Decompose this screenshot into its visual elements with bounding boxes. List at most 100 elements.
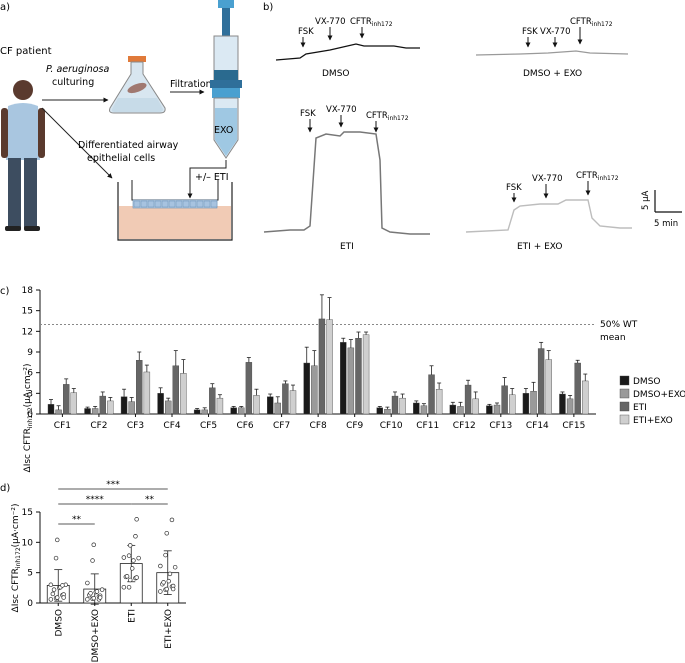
trace-dmso: FSK VX-770 CFTRinh172 DMSO: [275, 17, 420, 79]
trace-label-dmso-exo: DMSO + EXO: [523, 69, 582, 79]
bar-dmso-cf11: [413, 402, 420, 415]
bar-dmso-cf1: [47, 404, 55, 415]
data-point: [61, 595, 66, 600]
legend-swatch: [619, 375, 630, 386]
exo-label: EXO: [214, 125, 233, 136]
bar-eti-exo-cf8: [326, 319, 333, 415]
data-point: [161, 580, 166, 585]
data-point: [53, 555, 59, 561]
bar-eti-cf11: [428, 374, 435, 415]
cf-patient-label: CF patient: [0, 46, 52, 57]
data-point: [60, 583, 65, 588]
bar-dmso-exo-cf3: [128, 401, 135, 415]
bar-eti-cf7: [282, 383, 289, 415]
x-tick-label: CF14: [526, 421, 549, 431]
x-tick-label: CF13: [489, 421, 512, 431]
person-icon: [1, 80, 45, 231]
bar-dmso-cf12: [449, 404, 457, 415]
y-tick-label: 9: [27, 348, 33, 358]
x-tick-label: CF10: [380, 421, 403, 431]
bar-eti-exo-cf15: [582, 380, 589, 415]
legend-swatch: [619, 414, 630, 425]
y-tick-label: 10: [22, 538, 34, 548]
data-point: [50, 591, 56, 597]
bar-eti-exo-cf14: [545, 359, 552, 415]
data-point: [134, 575, 139, 580]
bar-eti-exo-cf5: [216, 397, 224, 415]
eti-vx: VX-770: [326, 105, 357, 115]
bar-eti-cf14: [537, 348, 545, 415]
epithelial-cell: [182, 200, 190, 208]
data-point: [126, 553, 132, 558]
pa-label: P. aeruginosa: [46, 64, 110, 75]
significance-label: **: [145, 495, 155, 505]
bar-dmso-exo-cf10: [384, 408, 391, 415]
bar-dmso-cf3: [120, 396, 128, 415]
panel-c-ylabel: ΔIsc CFTRinh172(µA·cm⁻²): [23, 364, 34, 473]
legend-label: DMSO: [633, 377, 661, 387]
bar-eti-exo-cf13: [509, 394, 516, 415]
bar-dmso-exo-cf4: [164, 400, 172, 415]
bar-dmso-exo-cf8: [311, 365, 318, 415]
panel-a: a) CF patient P. aeruginosa culturing Fi…: [0, 0, 242, 241]
data-point: [124, 574, 130, 579]
x-tick-label: CF6: [236, 421, 253, 431]
scale-y-label: 5 µA: [641, 190, 651, 210]
dmso-fsk: FSK: [298, 27, 314, 37]
data-point: [134, 517, 139, 522]
legend-label: ETI+EXO: [633, 416, 673, 426]
panel-a-label: a): [0, 2, 10, 13]
eti-fsk: FSK: [300, 109, 316, 119]
epithelial-cell: [210, 200, 218, 208]
bar-dmso-cf10: [376, 407, 383, 415]
legend-swatch: [619, 401, 630, 412]
x-tick-label: ETI: [127, 609, 137, 623]
data-point: [94, 589, 100, 594]
y-tick-label: 0: [27, 410, 33, 420]
data-point: [121, 584, 127, 590]
bar-eti-exo-cf6: [253, 395, 260, 415]
data-point: [91, 595, 96, 601]
y-tick-label: 12: [22, 327, 33, 337]
epithelial-cell: [140, 200, 148, 208]
data-point: [163, 552, 168, 558]
data-point: [136, 555, 141, 561]
significance-label: **: [72, 515, 82, 525]
epithelial-cell: [203, 200, 211, 208]
dmsoexo-vx: VX-770: [540, 27, 571, 37]
bar-eti-exo-cf1: [70, 392, 78, 415]
bar-eti-cf1: [63, 384, 70, 415]
bar-dmso-exo-cf15: [566, 398, 574, 415]
bar-eti-cf12: [464, 384, 472, 415]
data-point: [88, 591, 93, 596]
bar-dmso-exo-cf11: [420, 405, 428, 415]
data-point: [91, 542, 96, 548]
bar-eti-exo-cf12: [472, 398, 479, 415]
data-point: [54, 595, 60, 600]
eti-label: +/– ETI: [195, 172, 229, 183]
data-point: [131, 558, 136, 563]
epithelial-cell: [161, 200, 169, 208]
data-point: [99, 587, 105, 592]
y-tick-label: 5: [27, 569, 33, 579]
bar-eti-cf15: [574, 362, 581, 415]
scale-x-label: 5 min: [654, 219, 678, 229]
bar-eti-exo-cf10: [399, 397, 406, 415]
x-tick-label: DMSO: [54, 609, 64, 637]
bar-eti-exo-cf2: [107, 400, 114, 415]
bar-dmso-cf5: [193, 409, 201, 415]
data-point: [97, 595, 103, 600]
significance-label: ***: [106, 480, 120, 490]
data-point: [121, 555, 127, 560]
bar-dmso-cf2: [84, 408, 91, 415]
x-tick-label: CF5: [200, 421, 217, 431]
trace-dmso-exo: FSK VX-770 CFTRinh172 DMSO + EXO: [475, 17, 629, 79]
trace-label-eti: ETI: [340, 242, 354, 252]
bar-dmso-exo-cf9: [347, 347, 355, 415]
data-point: [172, 564, 178, 570]
y-tick-label: 6: [27, 369, 33, 379]
significance-label: ****: [86, 495, 105, 505]
data-point: [130, 566, 135, 571]
epithelial-cell: [175, 200, 183, 208]
